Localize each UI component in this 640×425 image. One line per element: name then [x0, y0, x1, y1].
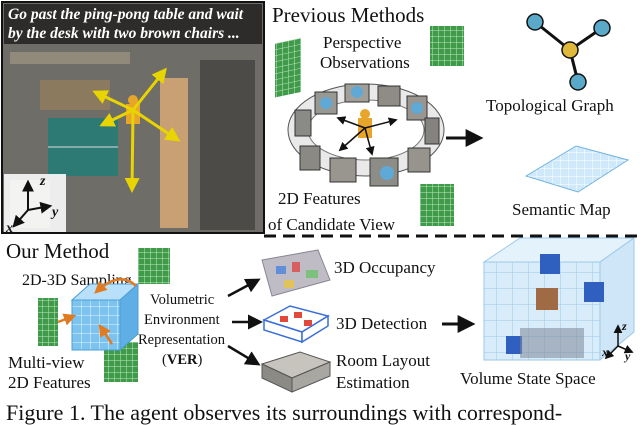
layout-label-line-1: Room Layout — [336, 351, 430, 370]
ver-label-line-2: Environment — [144, 312, 220, 328]
multiview-arrow — [57, 313, 77, 326]
voxel-brown-cube — [536, 288, 558, 310]
sampling-feature-grid — [138, 248, 170, 284]
volume-state-label: Volume State Space — [460, 369, 596, 388]
features-label-line-2: of Candidate View — [268, 215, 396, 234]
feature-grid-left — [275, 38, 301, 98]
scene-axis-z-label: z — [39, 174, 46, 189]
occupancy-label: 3D Occupancy — [334, 258, 436, 277]
ver-abbreviation: (VER) — [162, 352, 202, 368]
room-layout-render — [260, 351, 332, 393]
graph-node-icon — [593, 19, 611, 37]
perspective-label-line-1: Perspective — [323, 33, 401, 52]
detection-render — [262, 305, 330, 344]
long-desk — [160, 78, 188, 228]
figure-caption: Figure 1. The agent observes its surroun… — [6, 400, 563, 425]
multiview-label-line-1: Multi-view — [8, 353, 85, 372]
multiview-feature-grid — [38, 298, 58, 346]
layout-arrow — [227, 344, 261, 366]
topological-graph-label: Topological Graph — [486, 96, 614, 115]
voxel-blue-cube — [506, 336, 522, 354]
semantic-map-label: Semantic Map — [512, 200, 611, 219]
ver-voxel-cube — [70, 282, 140, 352]
volume-axis-y-label: y — [623, 349, 631, 363]
sampling-arrow — [94, 278, 137, 294]
scene-axis-x-label: x — [5, 221, 13, 236]
candidate-view-ring — [287, 83, 445, 187]
voxel-blue-cube — [584, 282, 604, 302]
voxel-blue-cube — [540, 254, 560, 274]
semantic-map-grid — [524, 145, 630, 193]
figure-canvas: Go past the ping-pong table and wait by … — [1, 1, 640, 393]
detection-label: 3D Detection — [336, 314, 428, 333]
occupancy-render — [261, 249, 331, 297]
graph-center-node-icon — [561, 41, 579, 59]
instruction-line-1: Go past the ping-pong table and wait — [8, 6, 244, 23]
previous-methods-title: Previous Methods — [272, 3, 424, 27]
topological-graph — [526, 13, 611, 91]
our-method-title: Our Method — [6, 239, 110, 263]
volume-axis-x-label: x — [601, 345, 608, 359]
scene-photo — [1, 1, 265, 234]
ver-label-line-1: Volumetric — [150, 292, 214, 308]
feature-grid-bottom — [420, 184, 454, 226]
ver-label-line-3: Representation — [138, 332, 226, 348]
occupancy-arrow — [227, 278, 261, 298]
multiview-label-line-2: 2D Features — [8, 373, 91, 392]
volume-state-space — [482, 237, 636, 362]
graph-node-icon — [526, 13, 544, 31]
graph-node-icon — [569, 73, 587, 91]
volume-axis-z-label: z — [621, 319, 627, 333]
instruction-line-2: by the desk with two brown chairs ... — [8, 25, 240, 42]
feature-grid-top — [430, 26, 464, 66]
perspective-label-line-2: Observations — [320, 53, 410, 72]
features-label-line-1: 2D Features — [278, 189, 361, 208]
layout-label-line-2: Estimation — [336, 373, 410, 392]
scene-axis-y-label: y — [50, 205, 59, 220]
bottom-sampling-arrow — [98, 323, 114, 345]
